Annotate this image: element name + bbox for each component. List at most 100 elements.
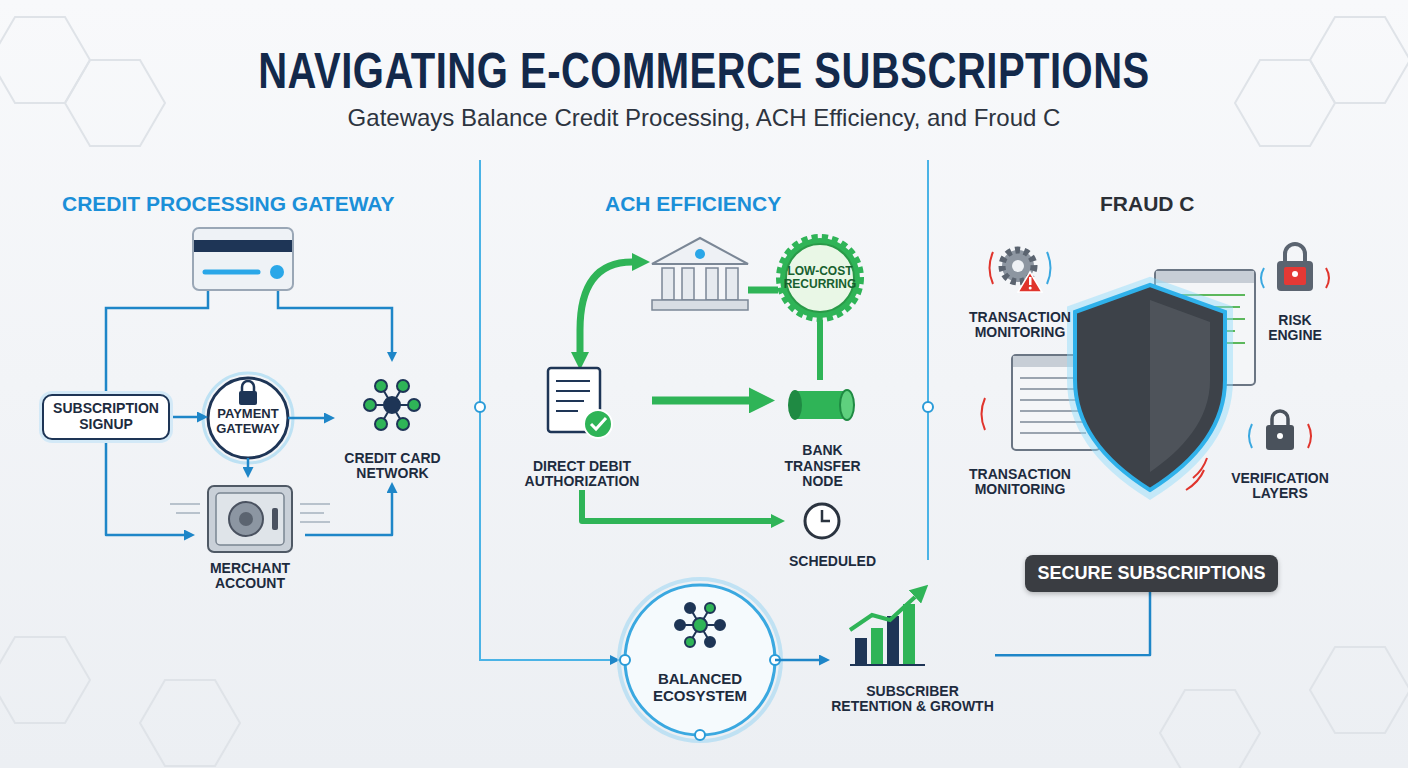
lock-node: VERIFICATION LAYERS [1222, 400, 1338, 502]
check-badge [584, 410, 612, 438]
badge-seal: LOW-COST RECURRING [778, 236, 862, 320]
cycle-arrow [580, 262, 632, 352]
alert-arc [990, 252, 994, 284]
connector-arrow [305, 493, 392, 535]
node-label: SCHEDULED [789, 554, 876, 570]
subtitle: Gateways Balance Credit Processing, ACH … [0, 103, 1408, 133]
motion-line [300, 521, 330, 523]
clock-hands [822, 510, 830, 521]
network-node [715, 620, 725, 630]
warning-icon [1018, 272, 1042, 292]
divider-line [480, 160, 610, 660]
node-label: LOW-COST RECURRING [778, 265, 862, 292]
lock-node: RISK ENGINE [1255, 240, 1335, 344]
connector-arrow [288, 417, 324, 420]
vault-door [216, 493, 284, 545]
chart-bar [903, 604, 915, 664]
ecosystem-circle [625, 585, 775, 735]
connector-arrow [652, 396, 749, 404]
network-node: CREDIT CARD NETWORK [335, 365, 450, 482]
credit-card-icon [193, 228, 293, 290]
connector-arrow [106, 440, 184, 535]
vault-handle [272, 508, 278, 530]
connector-arrow [247, 458, 250, 467]
junction-dot [923, 402, 933, 412]
network-node [693, 618, 707, 632]
alert-arc [1047, 252, 1051, 284]
node-label: CREDIT CARD NETWORK [335, 451, 450, 482]
junction-dot [620, 655, 630, 665]
network-node [397, 418, 409, 430]
bank-column [706, 268, 718, 300]
hexagon-pattern [1235, 60, 1335, 146]
bank-base [652, 300, 748, 310]
network-node [705, 603, 715, 613]
card-line [205, 270, 258, 275]
lock-icon [1277, 261, 1313, 291]
bank-column [726, 268, 738, 300]
vault-dial [239, 512, 253, 526]
lock-icon [239, 391, 257, 405]
connector-arrow [817, 320, 823, 380]
network-node [364, 399, 376, 411]
gear-hub [1012, 260, 1024, 272]
warning-mark [1029, 277, 1032, 285]
pipe-end [840, 390, 854, 420]
warning-mark [1029, 287, 1032, 290]
keyhole [1277, 433, 1283, 439]
node-label: SECURE SUBSCRIPTIONS [1037, 563, 1265, 583]
section-heading: ACH EFFICIENCY [605, 191, 805, 217]
hexagon-pattern [0, 17, 90, 103]
connector-arrow [775, 659, 819, 662]
hexagon-pattern [1160, 690, 1260, 768]
lock-icon [1266, 425, 1294, 450]
status-pill: SECURE SUBSCRIPTIONS [1025, 555, 1278, 592]
motion-line [300, 512, 324, 514]
alert-arc [1249, 424, 1252, 448]
divider-line [927, 160, 929, 560]
node-label: MERCHANT ACCOUNT [195, 561, 305, 592]
screen-header [1156, 271, 1254, 283]
alert-arc [1193, 458, 1207, 478]
card-wire [278, 290, 392, 352]
alert-arc [1326, 268, 1329, 288]
section-heading: FRAUD C [1100, 191, 1220, 217]
bank-column [662, 268, 674, 300]
network-node [375, 380, 387, 392]
process-box: SUBSCRIPTION SIGNUP [42, 394, 170, 440]
bank-link [748, 287, 778, 294]
document-line [556, 400, 584, 402]
node-label: RISK ENGINE [1255, 313, 1335, 344]
connector-arrow [995, 592, 1150, 655]
alert-arc [982, 398, 986, 430]
bank-dot [695, 249, 705, 259]
node-label: VERIFICATION LAYERS [1222, 471, 1338, 502]
connector-arrow [170, 416, 197, 419]
monitor-node: TRANSACTION MONITORING [955, 245, 1085, 341]
network-node [375, 418, 387, 430]
junction-dot [475, 402, 485, 412]
gateway-circle: PAYMENT GATEWAY [208, 378, 288, 458]
clock-node: SCHEDULED [785, 500, 880, 570]
motion-line [170, 503, 200, 505]
clock-icon [805, 504, 839, 538]
pipe-end [788, 390, 802, 420]
vault-icon [208, 486, 292, 552]
alert-arc [1261, 268, 1264, 288]
node-label: DIRECT DEBIT AUTHORIZATION [512, 459, 652, 490]
lock-icon [242, 381, 254, 392]
hexagon-pattern [0, 637, 90, 723]
node-label: BANK TRANSFER NODE [775, 443, 870, 490]
network-node [397, 380, 409, 392]
bank-icon [652, 238, 748, 264]
chart-bar [887, 616, 899, 664]
network-node [675, 620, 685, 630]
alert-arc [1308, 424, 1311, 448]
card-chip [270, 265, 284, 279]
keyhole [1292, 271, 1298, 277]
chart-axis [850, 664, 925, 666]
lock-icon [1285, 244, 1305, 262]
growth-arrow [850, 597, 915, 630]
shield-icon [1075, 285, 1225, 490]
